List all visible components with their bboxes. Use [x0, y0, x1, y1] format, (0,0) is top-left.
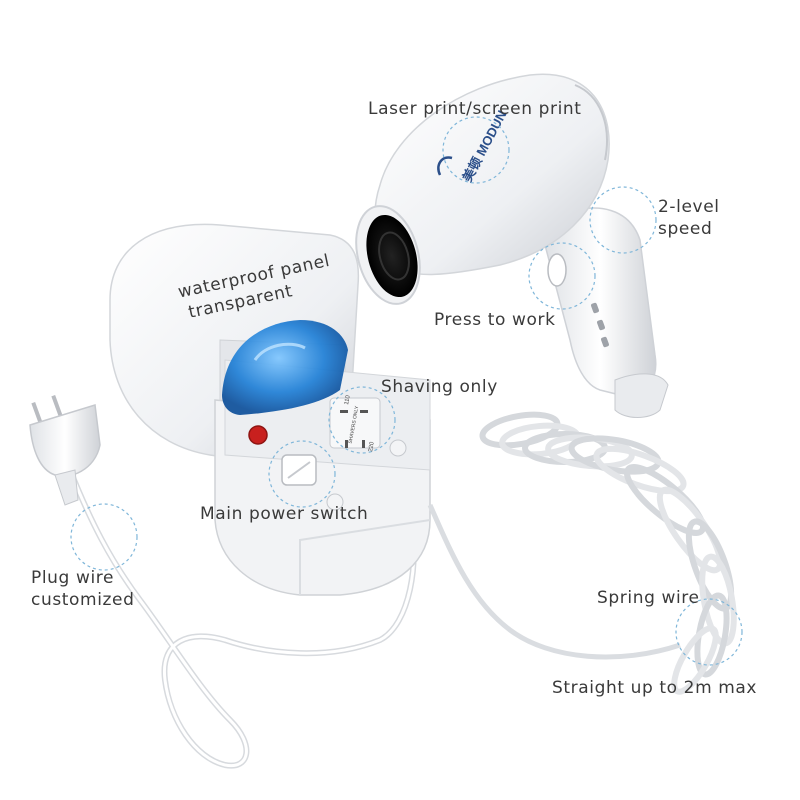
callout-circle-press — [528, 242, 596, 310]
callout-circle-shaving — [328, 386, 396, 454]
label-press-to-work: Press to work — [434, 310, 556, 330]
callout-circle-switch — [268, 440, 336, 508]
label-plug-line1: Plug wire — [31, 568, 115, 588]
label-plug-line2: customized — [31, 590, 135, 610]
spring-wire — [427, 411, 737, 695]
label-laser-print: Laser print/screen print — [368, 99, 582, 119]
label-shaving-only: Shaving only — [381, 377, 498, 397]
power-plug — [29, 394, 101, 506]
label-main-power-switch: Main power switch — [200, 504, 369, 524]
label-spring-wire: Spring wire — [597, 588, 700, 608]
shaver-socket[interactable]: SHAVERS ONLY 110 220 — [326, 394, 407, 511]
voltage-bottom-marking: 220 — [368, 441, 376, 453]
label-speed: 2-level speed — [658, 196, 720, 240]
callout-circle-speed — [589, 186, 657, 254]
hair-dryer: 美顿 MODUN — [355, 73, 669, 418]
callout-circle-plug — [70, 503, 138, 571]
press-to-work-button[interactable] — [547, 253, 567, 287]
label-straight-length: Straight up to 2m max — [552, 678, 758, 698]
label-speed-line2: speed — [658, 219, 713, 239]
plug-wire — [67, 467, 417, 769]
speed-switch[interactable] — [590, 302, 609, 348]
main-power-switch[interactable] — [281, 454, 317, 486]
label-speed-line1: 2-level — [658, 197, 720, 217]
callout-circle-spring — [675, 598, 743, 666]
label-plug-wire: Plug wire customized — [31, 567, 135, 611]
waterproof-panel — [222, 320, 348, 415]
indicator-light — [248, 425, 268, 445]
voltage-top-marking: 110 — [344, 394, 352, 405]
callout-circle-logo — [442, 116, 510, 184]
